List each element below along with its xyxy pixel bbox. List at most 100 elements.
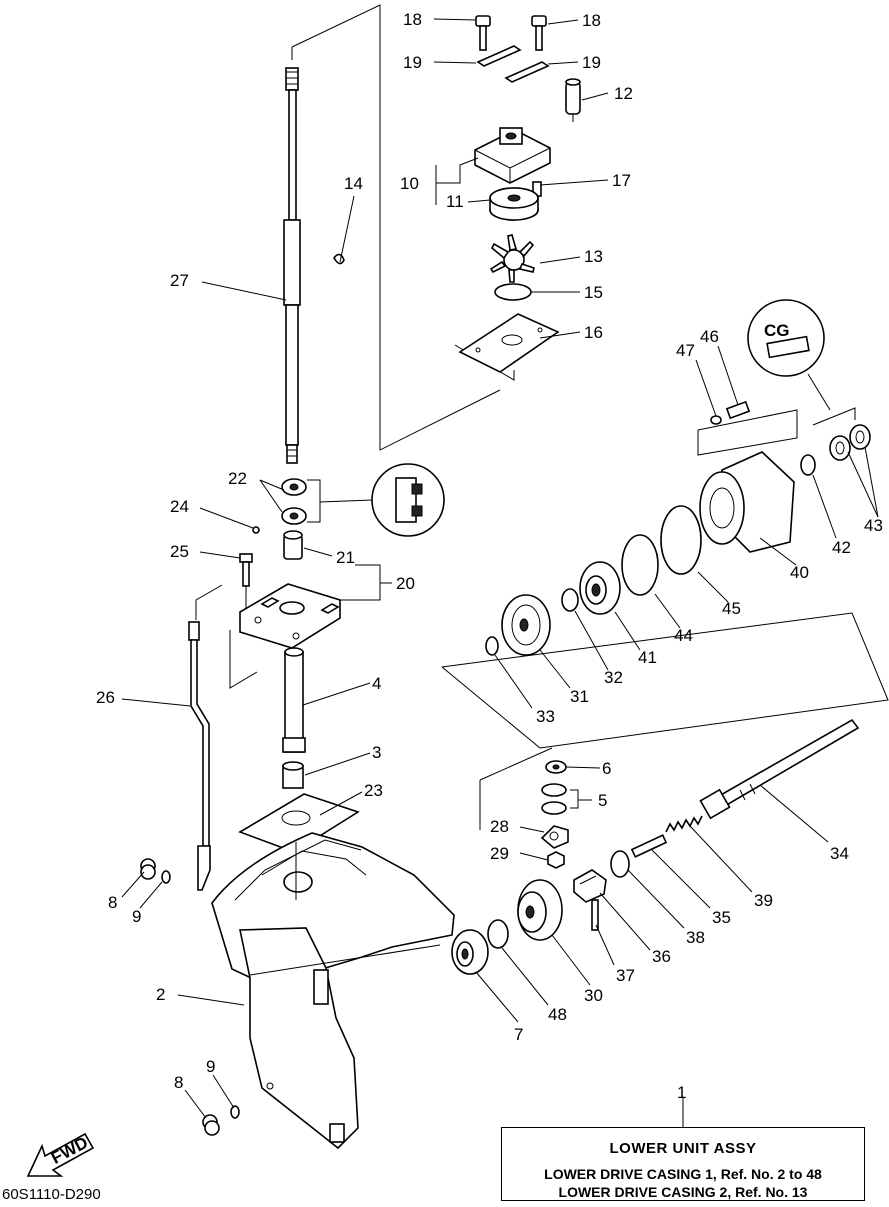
o-ring-44 bbox=[621, 534, 659, 596]
label-41: 41 bbox=[638, 648, 657, 667]
label-31: 31 bbox=[570, 687, 589, 706]
washer-6 bbox=[545, 760, 567, 774]
label-32: 32 bbox=[604, 668, 623, 687]
shim-32 bbox=[561, 588, 579, 612]
shift-rod-26 bbox=[188, 621, 211, 891]
label-37: 37 bbox=[616, 966, 635, 985]
dog-clutch-36 bbox=[573, 869, 607, 903]
plunger-35 bbox=[630, 834, 668, 858]
bearing-22 bbox=[281, 478, 373, 525]
pin-24 bbox=[252, 526, 260, 534]
seal-43 bbox=[829, 424, 871, 461]
clip-38 bbox=[610, 850, 630, 878]
bolt-18-right bbox=[531, 15, 547, 51]
bolt-46 bbox=[725, 400, 751, 420]
label-12: 12 bbox=[614, 84, 633, 103]
impeller-13 bbox=[489, 234, 535, 283]
nut-29 bbox=[547, 851, 565, 869]
plate-16 bbox=[458, 313, 560, 373]
label-42: 42 bbox=[832, 538, 851, 557]
bolt-8-upper bbox=[140, 858, 156, 880]
label-36: 36 bbox=[652, 947, 671, 966]
pinion-28 bbox=[540, 825, 569, 849]
label-5: 5 bbox=[598, 791, 607, 810]
label-11: 11 bbox=[446, 192, 464, 211]
fwd-arrow-icon: FWD bbox=[26, 1133, 95, 1177]
drive-shaft bbox=[283, 67, 301, 464]
bushing-21 bbox=[283, 530, 303, 560]
label-1: 1 bbox=[677, 1083, 686, 1102]
part-labels: 18 18 19 19 12 10 17 11 13 15 16 14 27 4… bbox=[96, 10, 883, 1102]
label-47: 47 bbox=[676, 341, 695, 360]
label-21: 21 bbox=[336, 548, 355, 567]
label-29: 29 bbox=[490, 844, 509, 863]
collar-3 bbox=[282, 761, 304, 789]
label-7: 7 bbox=[514, 1025, 523, 1044]
lower-casing-2 bbox=[211, 832, 455, 1150]
label-40: 40 bbox=[790, 563, 809, 582]
label-17: 17 bbox=[612, 171, 631, 190]
label-25: 25 bbox=[170, 542, 189, 561]
label-48: 48 bbox=[548, 1005, 567, 1024]
label-6: 6 bbox=[602, 759, 611, 778]
title-box-title: LOWER UNIT ASSY bbox=[609, 1140, 757, 1157]
label-28: 28 bbox=[490, 817, 509, 836]
label-39: 39 bbox=[754, 891, 773, 910]
label-45: 45 bbox=[722, 599, 741, 618]
bolt-25 bbox=[239, 553, 253, 610]
title-box-line2: LOWER DRIVE CASING 2, Ref. No. 13 bbox=[558, 1184, 808, 1200]
title-box: LOWER UNIT ASSY LOWER DRIVE CASING 1, Re… bbox=[501, 1127, 865, 1201]
plate-19-left bbox=[476, 45, 522, 67]
plate-19-right bbox=[504, 61, 550, 83]
label-2: 2 bbox=[156, 985, 165, 1004]
bearing-7 bbox=[451, 929, 489, 975]
label-44: 44 bbox=[674, 626, 693, 645]
callout-circle-cg bbox=[747, 299, 831, 411]
spring-39 bbox=[665, 815, 703, 833]
washer-9-upper bbox=[161, 870, 171, 884]
label-46: 46 bbox=[700, 327, 719, 346]
o-ring-45 bbox=[660, 505, 702, 575]
tube-4 bbox=[282, 647, 306, 753]
cap-40 bbox=[699, 451, 795, 553]
label-43: 43 bbox=[864, 516, 883, 535]
propeller-shaft-34 bbox=[699, 718, 860, 820]
label-24: 24 bbox=[170, 497, 189, 516]
label-27: 27 bbox=[170, 271, 189, 290]
callout-cg-text: CG bbox=[764, 321, 790, 340]
gasket-23 bbox=[238, 793, 360, 853]
label-15: 15 bbox=[584, 283, 603, 302]
frame-lines bbox=[195, 4, 889, 830]
insert-11 bbox=[489, 187, 539, 221]
bushing-42 bbox=[800, 454, 816, 476]
pump-housing-10 bbox=[474, 127, 551, 184]
label-16: 16 bbox=[584, 323, 603, 342]
fwd-label: FWD bbox=[48, 1133, 91, 1168]
bolt-8-lower bbox=[202, 1114, 220, 1136]
leader-lines bbox=[121, 18, 879, 1128]
title-box-line1: LOWER DRIVE CASING 1, Ref. No. 2 to 48 bbox=[544, 1166, 822, 1182]
tube-12 bbox=[565, 78, 581, 122]
shim-48 bbox=[487, 919, 509, 949]
o-ring-15 bbox=[494, 283, 532, 301]
forward-gear-31 bbox=[501, 594, 551, 656]
label-9-upper: 9 bbox=[132, 907, 141, 926]
label-34: 34 bbox=[830, 844, 849, 863]
label-33: 33 bbox=[536, 707, 555, 726]
washer-47 bbox=[710, 415, 722, 425]
bearing-41 bbox=[579, 561, 621, 615]
bearing-5 bbox=[541, 783, 579, 815]
label-22: 22 bbox=[228, 469, 247, 488]
pin-37 bbox=[591, 899, 599, 931]
label-19-left: 19 bbox=[403, 53, 422, 72]
label-9-lower: 9 bbox=[206, 1057, 215, 1076]
label-26: 26 bbox=[96, 688, 115, 707]
label-30: 30 bbox=[584, 986, 603, 1005]
bolt-18-left bbox=[475, 15, 491, 51]
label-20: 20 bbox=[396, 574, 415, 593]
oil-seal-housing-20 bbox=[239, 583, 341, 649]
diagram-code: 60S1110-D290 bbox=[2, 1186, 101, 1203]
label-3: 3 bbox=[372, 743, 381, 762]
reverse-gear-30 bbox=[517, 879, 563, 941]
